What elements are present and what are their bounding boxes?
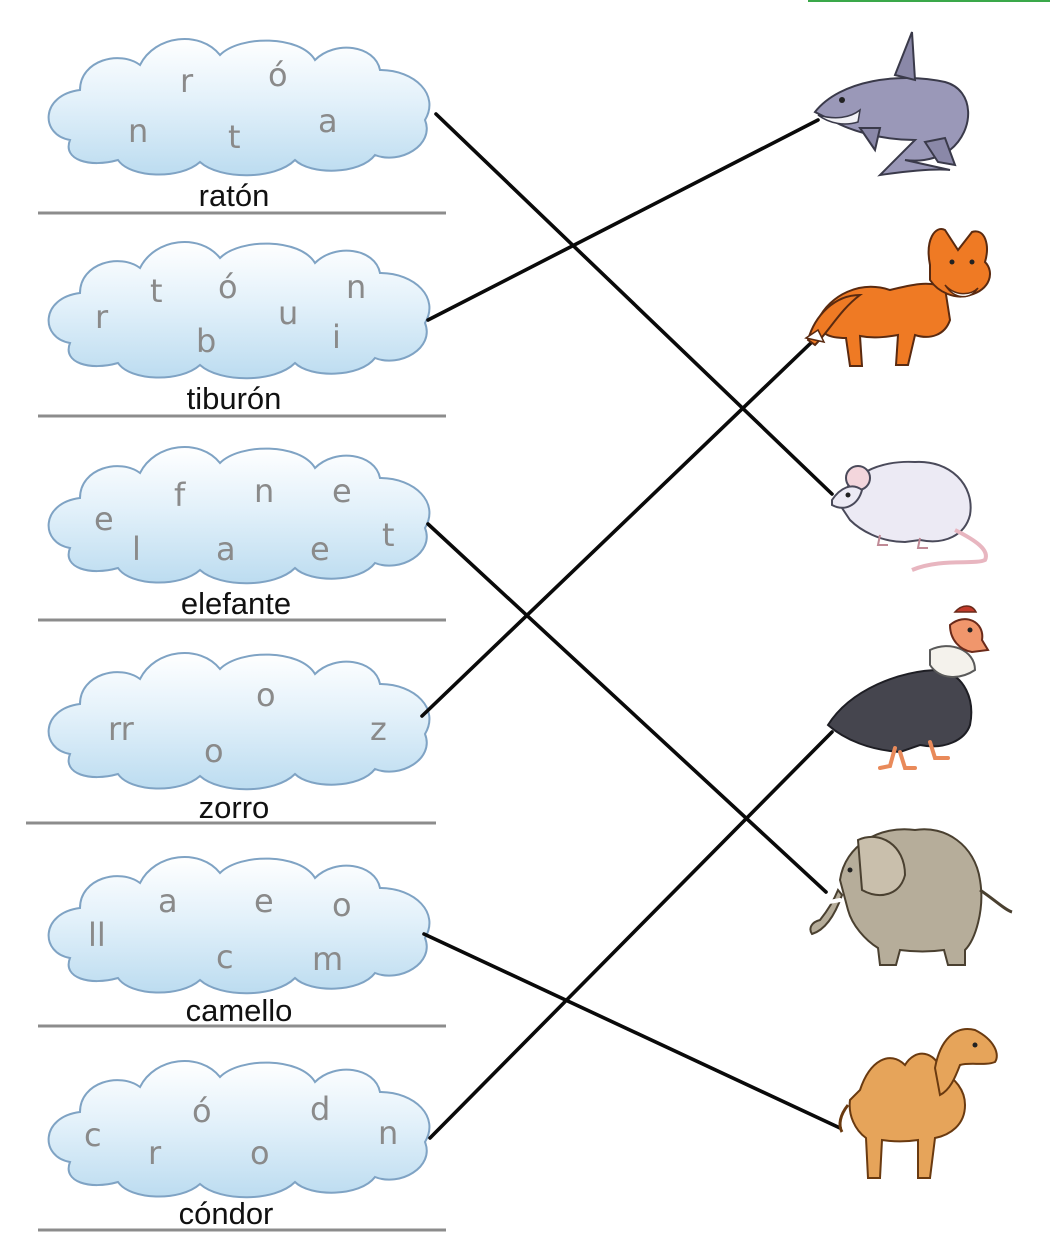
- camel-illustration[interactable]: [838, 1028, 998, 1179]
- scrambled-letter: c: [216, 938, 234, 976]
- scrambled-letter: u: [278, 294, 298, 332]
- scrambled-letter: ó: [192, 1092, 212, 1130]
- scrambled-letter: t: [382, 516, 395, 554]
- word-row: f n e e l a e t elefante: [38, 445, 446, 622]
- word-row: o rr o z zorro: [26, 651, 436, 825]
- connectors: [420, 112, 842, 1140]
- scrambled-letter: t: [228, 118, 241, 156]
- scrambled-letter: e: [332, 472, 352, 510]
- scrambled-letter: b: [196, 322, 216, 360]
- answer-word: cóndor: [179, 1196, 274, 1231]
- answer-word: elefante: [181, 586, 291, 621]
- connector-zorro-fox[interactable]: [420, 338, 816, 718]
- word-row: r ó n t a ratón: [38, 37, 446, 215]
- connector-elefante-elephant[interactable]: [426, 522, 828, 894]
- scrambled-letter: a: [158, 882, 178, 920]
- scrambled-letter: ó: [218, 268, 238, 306]
- scrambled-letter: ll: [88, 916, 106, 954]
- fox-illustration[interactable]: [804, 228, 991, 367]
- scrambled-letter: o: [256, 676, 276, 714]
- scrambled-letter: r: [95, 298, 109, 336]
- mouse-illustration[interactable]: [831, 460, 988, 572]
- scrambled-letter: e: [310, 530, 330, 568]
- scrambled-letter: i: [332, 318, 341, 356]
- connector-condor-condor[interactable]: [428, 730, 834, 1140]
- scrambled-letter: rr: [108, 710, 135, 748]
- scrambled-letter: o: [250, 1134, 270, 1172]
- scrambled-letter: o: [332, 886, 352, 924]
- elephant-illustration[interactable]: [809, 828, 1013, 966]
- scrambled-letter: a: [318, 102, 338, 140]
- word-row: ó d c n r o cóndor: [38, 1059, 446, 1232]
- word-row: t ó n r u b i tiburón: [38, 240, 446, 418]
- connector-camello-camel[interactable]: [422, 932, 842, 1130]
- scrambled-letter: z: [370, 710, 387, 748]
- scrambled-letter: r: [180, 62, 194, 100]
- scrambled-letter: d: [310, 1090, 330, 1128]
- answer-word: zorro: [199, 790, 270, 825]
- scrambled-letter: n: [254, 472, 274, 510]
- scrambled-letter: n: [378, 1114, 398, 1152]
- scrambled-letter: a: [216, 530, 236, 568]
- answer-word: tiburón: [187, 381, 282, 416]
- word-row: a e o ll c m camello: [38, 855, 446, 1028]
- answer-word: ratón: [199, 178, 270, 213]
- scrambled-letter: o: [204, 732, 224, 770]
- scrambled-letter: r: [148, 1134, 162, 1172]
- connector-raton-mouse[interactable]: [434, 112, 834, 496]
- scrambled-letter: n: [128, 112, 148, 150]
- scrambled-letter: f: [174, 476, 186, 514]
- scrambled-letter: n: [346, 268, 366, 306]
- answer-word: camello: [186, 993, 293, 1028]
- shark-illustration[interactable]: [813, 31, 970, 177]
- scrambled-letter: ó: [268, 56, 288, 94]
- scrambled-letter: l: [132, 530, 141, 568]
- scrambled-letter: t: [150, 272, 163, 310]
- scrambled-letter: e: [94, 500, 114, 538]
- scrambled-letter: c: [84, 1116, 102, 1154]
- letter-cloud: [47, 1059, 431, 1199]
- connector-tiburon-shark[interactable]: [426, 118, 820, 322]
- scrambled-letter: e: [254, 882, 274, 920]
- scrambled-letter: m: [312, 940, 343, 978]
- condor-illustration[interactable]: [826, 605, 990, 770]
